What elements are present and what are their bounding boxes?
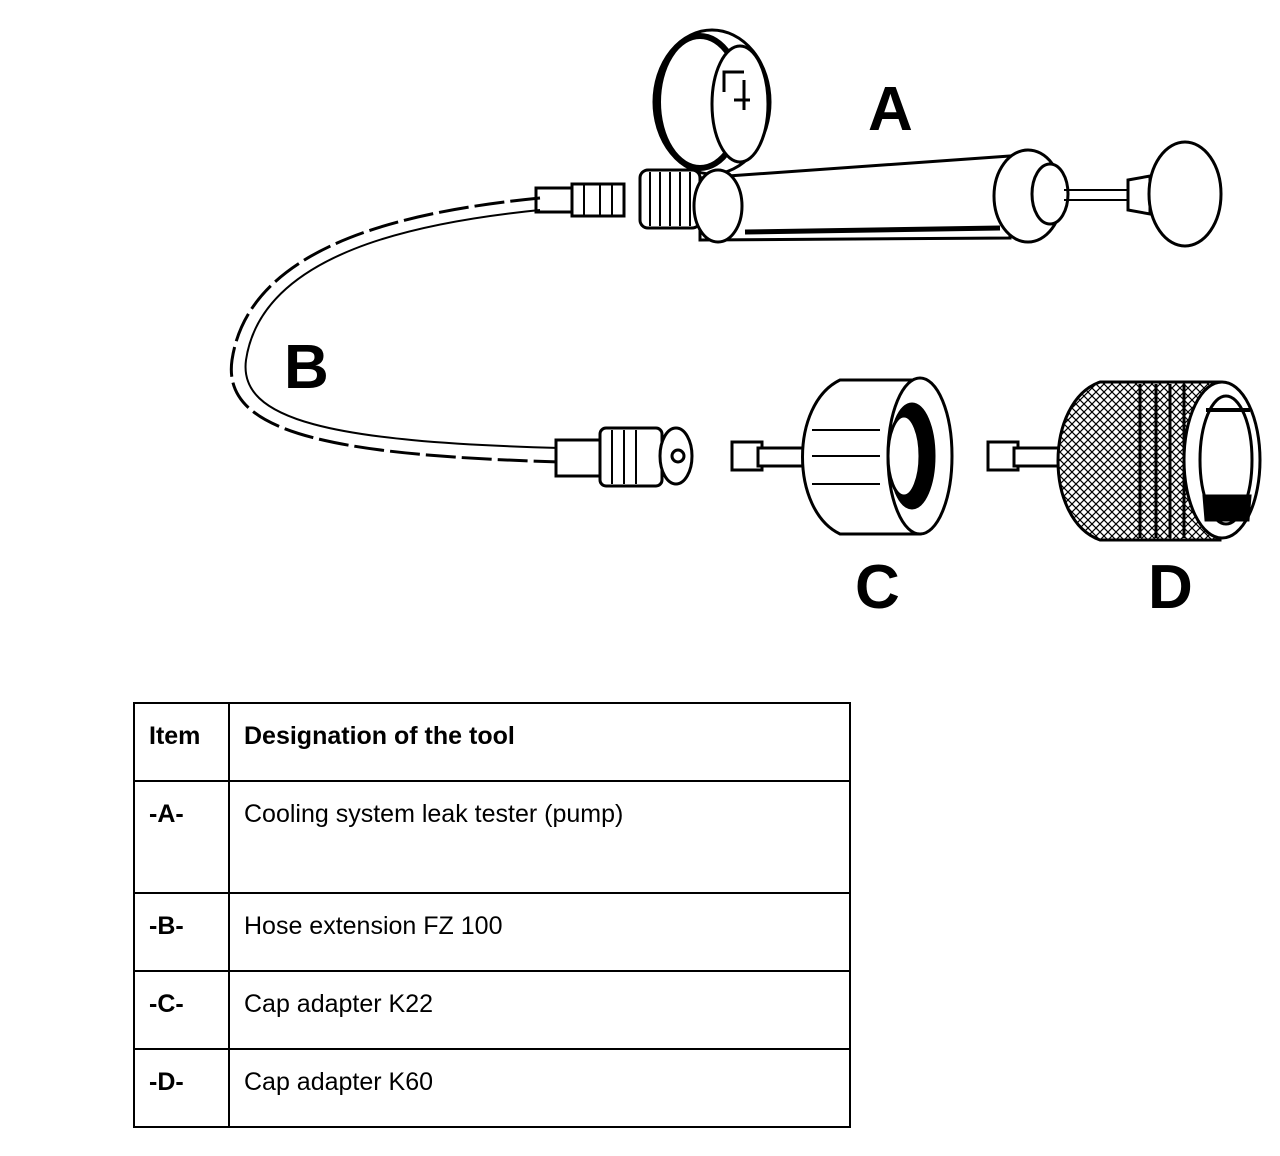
row-item: -D- (133, 1048, 230, 1128)
pump-tester-drawing (638, 28, 1223, 248)
header-designation: Designation of the tool (228, 702, 851, 782)
hose-extension-drawing (229, 182, 694, 488)
row-designation: Cooling system leak tester (pump) (228, 780, 851, 894)
callout-c: C (855, 553, 900, 622)
row-designation: Cap adapter K60 (228, 1048, 851, 1128)
cap-adapter-k60-drawing (986, 380, 1262, 542)
row-designation: Hose extension FZ 100 (228, 892, 851, 972)
table-row: -B- Hose extension FZ 100 (133, 892, 851, 972)
tool-table: Item Designation of the tool -A- Cooling… (133, 702, 851, 1128)
row-item: -A- (133, 780, 230, 894)
callout-a: A (868, 75, 913, 144)
table-row: -A- Cooling system leak tester (pump) (133, 780, 851, 894)
table-row: -C- Cap adapter K22 (133, 970, 851, 1050)
table-row: -D- Cap adapter K60 (133, 1048, 851, 1128)
callout-b: B (284, 333, 329, 402)
row-item: -C- (133, 970, 230, 1050)
callout-d: D (1148, 553, 1193, 622)
tool-illustration: A B C D (229, 28, 1262, 622)
row-designation: Cap adapter K22 (228, 970, 851, 1050)
row-item: -B- (133, 892, 230, 972)
cap-adapter-k22-drawing (730, 376, 954, 536)
header-item: Item (133, 702, 230, 782)
table-header-row: Item Designation of the tool (133, 702, 851, 782)
